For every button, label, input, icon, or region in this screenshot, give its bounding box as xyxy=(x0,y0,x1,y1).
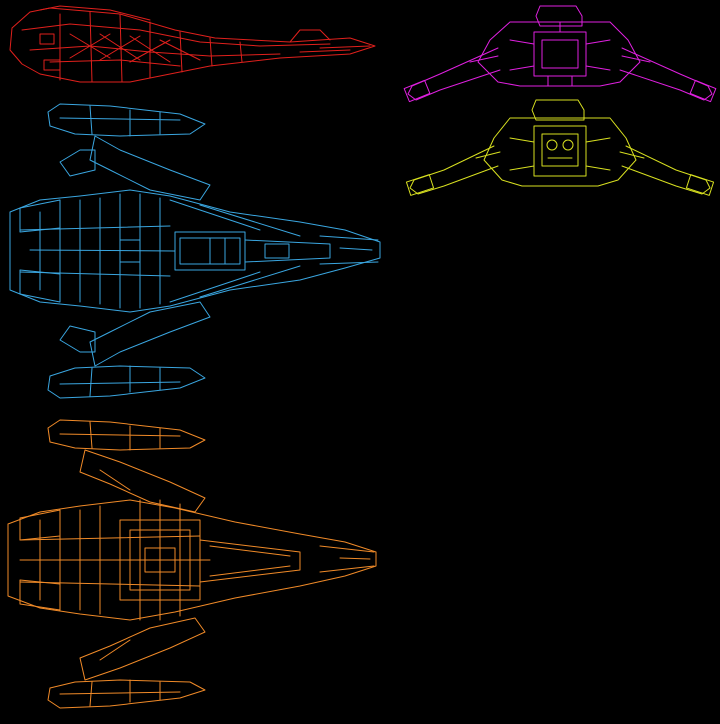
side-view-ship xyxy=(9,5,376,83)
rear-view-ship xyxy=(403,5,717,103)
top-view-ship xyxy=(9,103,381,399)
bottom-view-ship xyxy=(7,419,377,709)
front-view-ship xyxy=(405,99,715,196)
